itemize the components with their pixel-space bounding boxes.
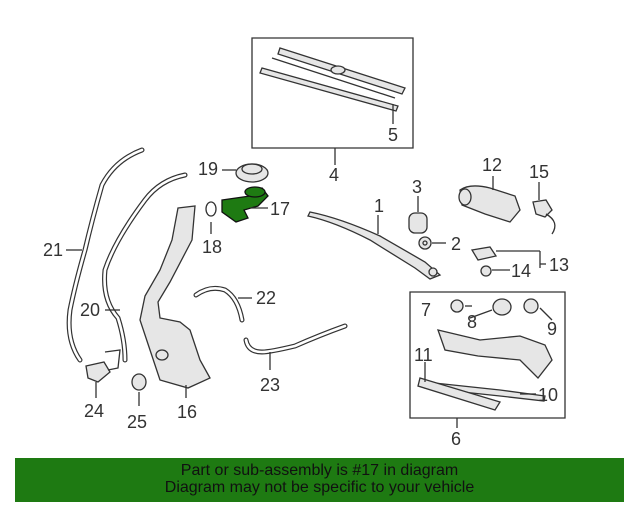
callout-20: 20: [80, 300, 100, 320]
callout-21: 21: [43, 240, 63, 260]
o-ring: [205, 201, 217, 234]
callout-16: 16: [177, 402, 197, 422]
callout-18: 18: [202, 237, 222, 257]
callout-14: 14: [511, 261, 531, 281]
banner-line-1: Part or sub-assembly is #17 in diagram: [180, 462, 459, 479]
callout-6: 6: [451, 429, 461, 449]
callout-1: 1: [374, 196, 384, 216]
washer-cap: [222, 163, 269, 183]
washer-filler-neck: [221, 186, 269, 223]
callout-17: 17: [270, 199, 290, 219]
callout-19: 19: [198, 159, 218, 179]
callout-25: 25: [127, 412, 147, 432]
callout-23: 23: [260, 375, 280, 395]
wiper-motor: [458, 176, 556, 235]
washer-pump: [85, 349, 147, 406]
washer-tank: [139, 205, 211, 398]
linkage-assembly: [409, 291, 566, 419]
wiper-blade-assembly: [251, 37, 414, 149]
wiper-arm: [307, 211, 442, 280]
callout-13: 13: [549, 255, 569, 275]
callout-10: 10: [538, 385, 558, 405]
callout-3: 3: [412, 177, 422, 197]
callout-4: 4: [329, 165, 339, 185]
callout-24: 24: [84, 401, 104, 421]
callout-12: 12: [482, 155, 502, 175]
fitment-banner: Part or sub-assembly is #17 in diagram D…: [15, 458, 624, 502]
callout-9: 9: [547, 319, 557, 339]
callout-22: 22: [256, 288, 276, 308]
washer-hoses: [66, 147, 188, 363]
pivot-cap: [408, 196, 446, 250]
callout-7: 7: [421, 300, 431, 320]
callout-15: 15: [529, 162, 549, 182]
callout-2: 2: [451, 234, 461, 254]
washer-tubes: [193, 285, 348, 370]
callout-8: 8: [467, 312, 477, 332]
callout-5: 5: [388, 125, 398, 145]
banner-line-2: Diagram may not be specific to your vehi…: [164, 479, 475, 496]
callout-11: 11: [414, 345, 433, 365]
motor-link-bushing: [470, 246, 546, 277]
